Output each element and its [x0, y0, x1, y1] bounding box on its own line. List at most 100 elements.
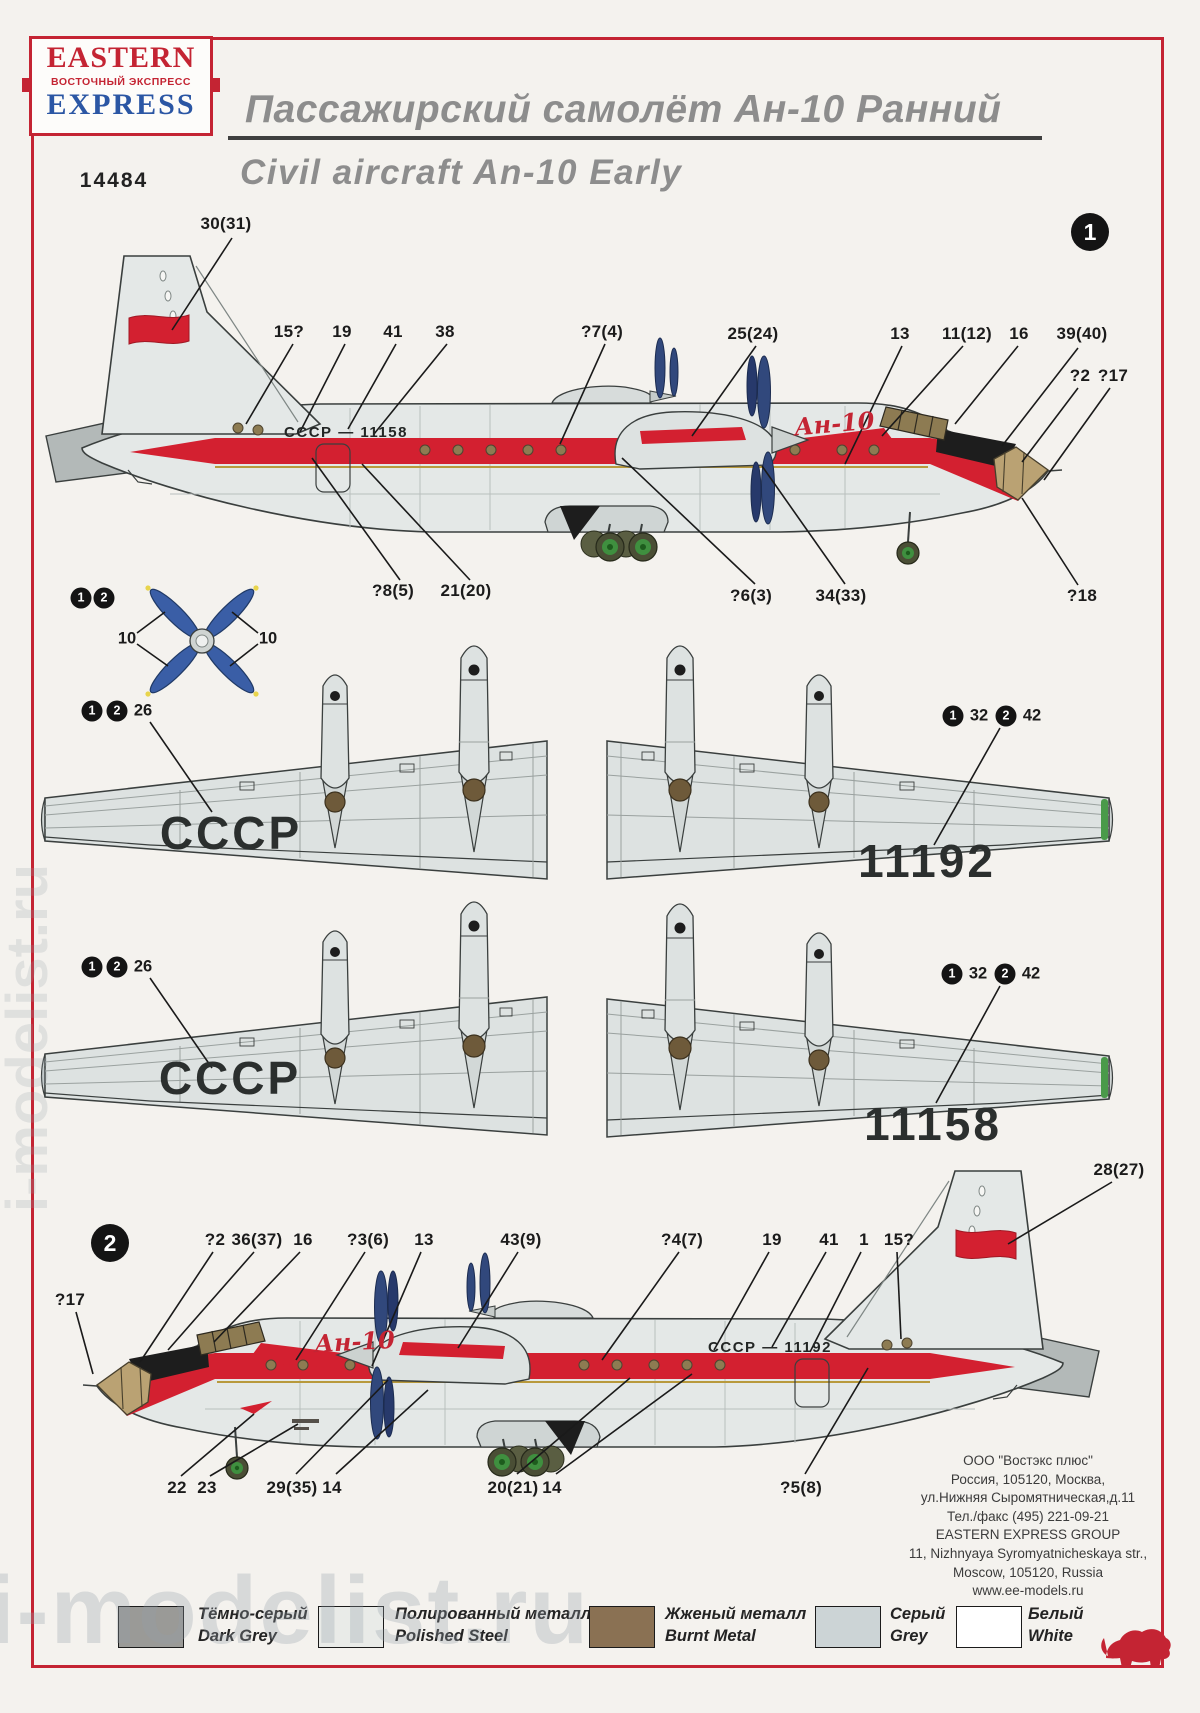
callout-label: 16	[293, 1230, 313, 1249]
wingtip-nav-light	[1101, 1057, 1108, 1098]
callout-label: ?4(7)	[660, 1230, 704, 1249]
callout-label: 15?	[273, 322, 305, 341]
color-swatch-burnt-metal	[589, 1606, 655, 1648]
an10-script-1: Ан-10	[791, 406, 876, 442]
address-line: Moscow, 105120, Russia	[952, 1564, 1104, 1580]
callout-label: ?2	[1069, 366, 1091, 385]
brand-eastern: EASTERN	[46, 41, 196, 74]
wing-view-row2-right	[606, 903, 1114, 1138]
legend-label: Белый White	[1028, 1603, 1084, 1647]
legend-label: Жженый металл Burnt Metal	[665, 1603, 806, 1647]
callout-label: 28(27)	[1093, 1160, 1145, 1179]
decal-callout: 42	[1022, 706, 1042, 725]
legend-label-ru: Тёмно-серый	[198, 1605, 308, 1623]
paint-marker-1: 1	[70, 587, 92, 609]
brand-ru: ВОСТОЧНЫЙ ЭКСПРЕСС	[51, 76, 191, 88]
callout-label: 20(21)	[487, 1478, 539, 1497]
decal-callout: 32	[969, 706, 989, 725]
title-underline	[228, 136, 1042, 140]
callout-label: 21(20)	[440, 581, 492, 600]
callout-label: 13	[890, 324, 910, 343]
paint-marker-2: 2	[995, 705, 1017, 727]
address-line: Россия, 105120, Москва,	[950, 1471, 1106, 1487]
decal-callout: 26	[133, 957, 153, 976]
callout-label: 13	[414, 1230, 434, 1249]
wing-reg-row1-right: 11192	[858, 835, 996, 887]
callout-label: 11(12)	[941, 324, 993, 343]
callout-label: ?17	[54, 1290, 86, 1309]
wing-reg-row1-left: СССР	[160, 807, 302, 859]
paint-marker-1: 1	[941, 963, 963, 985]
wing-reg-row2-right: 11158	[864, 1098, 1002, 1150]
callout-label: 14	[542, 1478, 562, 1497]
color-swatch-white	[956, 1606, 1022, 1648]
callout-label: ?18	[1066, 586, 1098, 605]
callout-label: 16	[1009, 324, 1029, 343]
page-title-ru: Пассажирский самолёт Ан-10 Ранний	[245, 88, 1002, 131]
legend-label-ru: Жженый металл	[665, 1605, 807, 1623]
address-line: Тел./факс (495) 221-09-21	[947, 1508, 1109, 1524]
callout-label: ?17	[1097, 366, 1129, 385]
aircraft-side-view-2	[82, 1170, 1100, 1480]
wing-reg-row2-left: СССР	[159, 1052, 301, 1104]
wingtip-nav-light	[1101, 799, 1108, 840]
address-line: 11, Nizhnyaya Syromyatnicheskaya str.,	[908, 1545, 1148, 1561]
callout-label: ?2	[204, 1230, 226, 1249]
legend-label-en: Grey	[890, 1627, 928, 1645]
callout-label: 43(9)	[500, 1230, 542, 1249]
callout-label: ?3(6)	[346, 1230, 390, 1249]
wing-view-row1-right	[606, 645, 1114, 880]
legend-label-ru: Серый	[890, 1605, 946, 1623]
blade-callout: 10	[117, 629, 137, 648]
callout-label: 19	[332, 322, 352, 341]
legend-label: Серый Grey	[890, 1603, 945, 1647]
callout-label: ?8(5)	[371, 581, 415, 600]
website-url: www.ee-models.ru	[972, 1583, 1084, 1599]
callout-label: 14	[322, 1478, 342, 1497]
page-title-en: Civil aircraft An-10 Early	[240, 153, 683, 192]
leader-lines	[75, 237, 1113, 1477]
paint-marker-2: 2	[93, 587, 115, 609]
callout-label: 38	[435, 322, 455, 341]
callout-label: 30(31)	[200, 214, 252, 233]
manufacturer-address: ООО "Востэкс плюс" Россия, 105120, Москв…	[868, 1452, 1188, 1601]
paint-marker-2: 2	[106, 700, 128, 722]
color-swatch-polished-steel	[318, 1606, 384, 1648]
fuselage-registration-2: СССР — 11192	[708, 1339, 832, 1356]
logo-notch-right	[211, 78, 220, 92]
scheme-badge-1: 1	[1071, 213, 1109, 251]
color-swatch-dark-grey	[118, 1606, 184, 1648]
color-swatch-grey	[815, 1606, 881, 1648]
address-line: ООО "Востэкс плюс"	[963, 1453, 1093, 1468]
callout-label: 25(24)	[727, 324, 779, 343]
kit-number: 14484	[79, 169, 149, 192]
legend-label: Полированный металл Polished Steel	[395, 1603, 591, 1647]
legend-label-ru: Полированный металл	[395, 1605, 592, 1623]
aircraft-side-view-1	[45, 255, 1063, 565]
decal-callout: 32	[968, 964, 988, 983]
decal-callout: 26	[133, 701, 153, 720]
elephant-logo	[1101, 1629, 1171, 1668]
address-line: ул.Нижняя Сыромятническая,д.11	[920, 1490, 1136, 1506]
legend-label-en: Dark Grey	[198, 1627, 277, 1645]
callout-label: 19	[762, 1230, 782, 1249]
callout-label: 15?	[883, 1230, 915, 1249]
address-line: EASTERN EXPRESS GROUP	[935, 1527, 1121, 1543]
legend-label-en: Burnt Metal	[665, 1627, 756, 1645]
callout-label: 1	[859, 1230, 869, 1249]
scheme-badge-2: 2	[91, 1224, 129, 1262]
callout-label: 22	[167, 1478, 187, 1497]
callout-label: 23	[197, 1478, 217, 1497]
fuselage-registration-1: СССР — 11158	[284, 424, 408, 441]
callout-label: 34(33)	[815, 586, 867, 605]
paint-marker-2: 2	[106, 956, 128, 978]
paint-marker-1: 1	[81, 956, 103, 978]
propeller-detail	[145, 585, 259, 697]
brand-logo: EASTERN ВОСТОЧНЫЙ ЭКСПРЕСС EXPRESS	[29, 36, 213, 136]
legend-label: Тёмно-серый Dark Grey	[198, 1603, 308, 1647]
callout-label: 41	[819, 1230, 839, 1249]
callout-label: 39(40)	[1056, 324, 1108, 343]
paint-marker-2: 2	[994, 963, 1016, 985]
